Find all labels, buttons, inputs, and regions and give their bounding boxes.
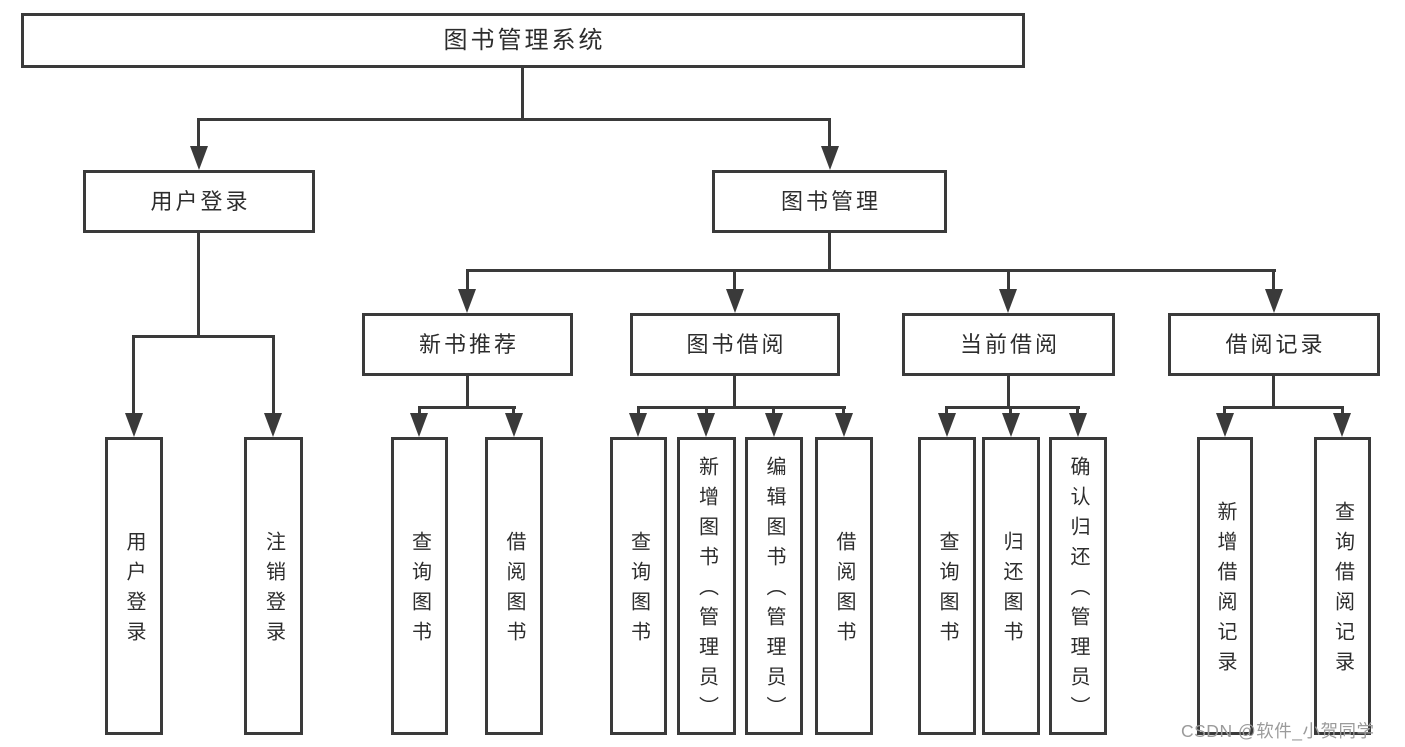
- connector-row2-drop-3: [1007, 269, 1010, 293]
- arrow-to-leaf: [1069, 413, 1087, 437]
- connector-level1-rail: [197, 118, 831, 121]
- connector-leaf-drop-login: [132, 335, 135, 417]
- leaf-query-book-3: 查询图书: [918, 437, 976, 735]
- leaf-logout: 注销登录: [244, 437, 303, 735]
- connector-leaf-drop: [512, 406, 515, 418]
- leaf-confirm-return-admin: 确认归还（管理员）: [1049, 437, 1107, 735]
- node-book-borrow: 图书借阅: [630, 313, 840, 376]
- connector-group3-stem: [1007, 376, 1010, 409]
- connector-leaf-drop-logout: [272, 335, 275, 417]
- connector-user-login-drop: [197, 118, 200, 150]
- arrow-to-leaf: [835, 413, 853, 437]
- connector-user-login-rail: [132, 335, 275, 338]
- connector-book-mgmt-stem: [828, 233, 831, 272]
- leaf-add-borrow-record-label: 新增借阅记录: [1214, 501, 1236, 681]
- connector-row2-drop-4: [1272, 269, 1275, 293]
- connector-group1-rail: [418, 406, 516, 409]
- arrow-to-leaf: [1333, 413, 1351, 437]
- arrow-to-leaf-login: [125, 413, 143, 437]
- connector-leaf-drop: [705, 406, 708, 418]
- leaf-edit-book-admin: 编辑图书（管理员）: [745, 437, 803, 735]
- connector-leaf-drop: [1009, 406, 1012, 418]
- node-new-book-recommend: 新书推荐: [362, 313, 573, 376]
- connector-leaf-drop: [418, 406, 421, 418]
- connector-leaf-drop: [945, 406, 948, 418]
- connector-leaf-drop: [772, 406, 775, 418]
- leaf-borrow-book-1-label: 借阅图书: [503, 531, 525, 651]
- node-book-borrow-label: 图书借阅: [686, 331, 787, 357]
- arrow-to-leaf: [1002, 413, 1020, 437]
- connector-group4-stem: [1272, 376, 1275, 409]
- connector-user-login-stem: [197, 233, 200, 338]
- leaf-add-book-admin-label: 新增图书（管理员）: [695, 456, 718, 726]
- leaf-return-book: 归还图书: [982, 437, 1040, 735]
- arrow-to-leaf: [697, 413, 715, 437]
- leaf-logout-label: 注销登录: [262, 531, 285, 651]
- csdn-watermark: CSDN @软件_小贺同学: [1181, 721, 1375, 741]
- connector-row2-drop-1: [466, 269, 469, 293]
- arrow-to-book-mgmt: [821, 146, 839, 170]
- arrow-to-leaf: [938, 413, 956, 437]
- leaf-query-borrow-record-label: 查询借阅记录: [1331, 501, 1354, 681]
- arrow-to-new-book-recommend: [458, 289, 476, 313]
- leaf-add-book-admin: 新增图书（管理员）: [677, 437, 736, 735]
- leaf-query-book-1-label: 查询图书: [408, 531, 431, 651]
- arrow-to-book-borrow: [726, 289, 744, 313]
- node-new-book-recommend-label: 新书推荐: [418, 331, 519, 357]
- connector-root-stem: [521, 66, 524, 121]
- leaf-query-borrow-record: 查询借阅记录: [1314, 437, 1371, 735]
- connector-group3-rail: [945, 406, 1080, 409]
- connector-leaf-drop: [1223, 406, 1226, 418]
- leaf-user-login-label: 用户登录: [123, 531, 145, 651]
- leaf-add-borrow-record: 新增借阅记录: [1197, 437, 1253, 735]
- node-user-login-label: 用户登录: [150, 188, 251, 214]
- arrow-to-current-borrow: [999, 289, 1017, 313]
- leaf-query-book-3-label: 查询图书: [936, 531, 958, 651]
- leaf-return-book-label: 归还图书: [1000, 531, 1022, 651]
- leaf-edit-book-admin-label: 编辑图书（管理员）: [763, 456, 785, 726]
- node-current-borrow: 当前借阅: [902, 313, 1115, 376]
- connector-group4-rail: [1223, 406, 1344, 409]
- connector-row2-rail: [466, 269, 1276, 272]
- leaf-borrow-book-2: 借阅图书: [815, 437, 873, 735]
- node-book-mgmt-label: 图书管理: [780, 188, 881, 214]
- connector-leaf-drop: [1341, 406, 1344, 418]
- arrow-to-leaf: [505, 413, 523, 437]
- connector-group1-stem: [466, 376, 469, 409]
- leaf-query-book-1: 查询图书: [391, 437, 448, 735]
- node-root-label: 图书管理系统: [443, 26, 606, 54]
- arrow-to-borrow-record: [1265, 289, 1283, 313]
- leaf-query-book-2: 查询图书: [610, 437, 667, 735]
- node-root: 图书管理系统: [21, 13, 1025, 68]
- connector-leaf-drop: [1076, 406, 1079, 418]
- leaf-user-login: 用户登录: [105, 437, 163, 735]
- arrow-to-leaf-logout: [264, 413, 282, 437]
- arrow-to-user-login: [190, 146, 208, 170]
- arrow-to-leaf: [765, 413, 783, 437]
- connector-group2-stem: [733, 376, 736, 409]
- leaf-query-book-2-label: 查询图书: [627, 531, 650, 651]
- leaf-borrow-book-1: 借阅图书: [485, 437, 543, 735]
- connector-group2-rail: [637, 406, 846, 409]
- arrow-to-leaf: [1216, 413, 1234, 437]
- leaf-borrow-book-2-label: 借阅图书: [833, 531, 855, 651]
- connector-leaf-drop: [637, 406, 640, 418]
- connector-leaf-drop: [842, 406, 845, 418]
- arrow-to-leaf: [629, 413, 647, 437]
- arrow-to-leaf: [410, 413, 428, 437]
- leaf-confirm-return-admin-label: 确认归还（管理员）: [1067, 456, 1089, 726]
- node-book-mgmt: 图书管理: [712, 170, 947, 233]
- connector-book-mgmt-drop: [828, 118, 831, 150]
- node-current-borrow-label: 当前借阅: [959, 331, 1060, 357]
- node-borrow-record-label: 借阅记录: [1225, 331, 1326, 357]
- node-borrow-record: 借阅记录: [1168, 313, 1380, 376]
- connector-row2-drop-2: [733, 269, 736, 293]
- node-user-login: 用户登录: [83, 170, 315, 233]
